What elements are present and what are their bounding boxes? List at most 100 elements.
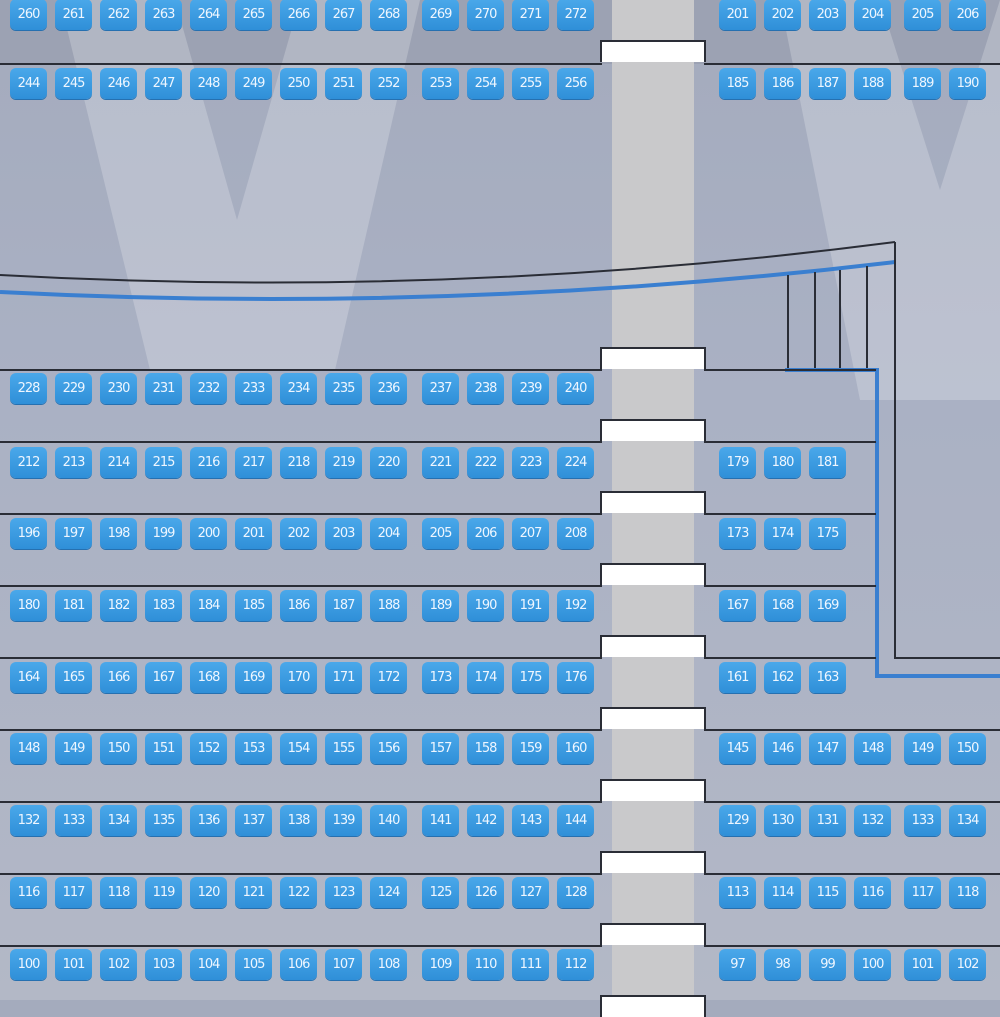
seat-right[interactable]: 149 [904,733,941,764]
seat-left[interactable]: 215 [145,447,182,478]
seat-left[interactable]: 238 [467,373,504,404]
seat-right[interactable]: 162 [764,662,801,693]
seat-right[interactable]: 130 [764,805,801,836]
seat-right[interactable]: 161 [719,662,756,693]
seat-right[interactable]: 173 [719,518,756,549]
seat-left[interactable]: 153 [235,733,272,764]
seat-left[interactable]: 196 [10,518,47,549]
seat-left[interactable]: 168 [190,662,227,693]
seat-left[interactable]: 181 [55,590,92,621]
seat-right[interactable]: 179 [719,447,756,478]
seat-right[interactable]: 204 [854,0,891,30]
seat-right[interactable]: 185 [719,68,756,99]
seat-left[interactable]: 127 [512,877,549,908]
seat-left[interactable]: 152 [190,733,227,764]
seat-left[interactable]: 171 [325,662,362,693]
seat-left[interactable]: 102 [100,949,137,980]
seat-right[interactable]: 180 [764,447,801,478]
seat-left[interactable]: 271 [512,0,549,30]
seat-left[interactable]: 207 [512,518,549,549]
seat-left[interactable]: 230 [100,373,137,404]
seat-right[interactable]: 168 [764,590,801,621]
seat-left[interactable]: 148 [10,733,47,764]
seat-left[interactable]: 142 [467,805,504,836]
seat-left[interactable]: 104 [190,949,227,980]
seat-right[interactable]: 100 [854,949,891,980]
seat-left[interactable]: 183 [145,590,182,621]
seat-right[interactable]: 188 [854,68,891,99]
seat-left[interactable]: 117 [55,877,92,908]
seat-right[interactable]: 113 [719,877,756,908]
seat-left[interactable]: 228 [10,373,47,404]
seat-left[interactable]: 141 [422,805,459,836]
seat-right[interactable]: 129 [719,805,756,836]
seat-left[interactable]: 167 [145,662,182,693]
seat-left[interactable]: 253 [422,68,459,99]
seat-left[interactable]: 231 [145,373,182,404]
seat-left[interactable]: 239 [512,373,549,404]
seat-right[interactable]: 97 [719,949,756,980]
seat-right[interactable]: 202 [764,0,801,30]
seat-right[interactable]: 114 [764,877,801,908]
seat-left[interactable]: 103 [145,949,182,980]
seat-right[interactable]: 133 [904,805,941,836]
seat-left[interactable]: 134 [100,805,137,836]
seat-right[interactable]: 175 [809,518,846,549]
seat-left[interactable]: 164 [10,662,47,693]
seat-left[interactable]: 172 [370,662,407,693]
seat-left[interactable]: 176 [557,662,594,693]
seat-right[interactable]: 131 [809,805,846,836]
seat-left[interactable]: 105 [235,949,272,980]
seat-right[interactable]: 116 [854,877,891,908]
seat-left[interactable]: 160 [557,733,594,764]
seat-left[interactable]: 150 [100,733,137,764]
seat-left[interactable]: 140 [370,805,407,836]
seat-right[interactable]: 146 [764,733,801,764]
seat-left[interactable]: 247 [145,68,182,99]
seat-left[interactable]: 267 [325,0,362,30]
seat-left[interactable]: 229 [55,373,92,404]
seat-left[interactable]: 184 [190,590,227,621]
seat-left[interactable]: 186 [280,590,317,621]
seat-left[interactable]: 254 [467,68,504,99]
seat-left[interactable]: 101 [55,949,92,980]
seat-left[interactable]: 190 [467,590,504,621]
seat-left[interactable]: 107 [325,949,362,980]
seat-left[interactable]: 272 [557,0,594,30]
seat-left[interactable]: 199 [145,518,182,549]
seat-left[interactable]: 235 [325,373,362,404]
seat-left[interactable]: 185 [235,590,272,621]
seat-left[interactable]: 111 [512,949,549,980]
seat-left[interactable]: 248 [190,68,227,99]
seat-left[interactable]: 173 [422,662,459,693]
seat-left[interactable]: 123 [325,877,362,908]
seat-left[interactable]: 244 [10,68,47,99]
seat-left[interactable]: 149 [55,733,92,764]
seat-right[interactable]: 189 [904,68,941,99]
seat-left[interactable]: 216 [190,447,227,478]
seat-left[interactable]: 137 [235,805,272,836]
seat-left[interactable]: 220 [370,447,407,478]
seat-left[interactable]: 201 [235,518,272,549]
seat-right[interactable]: 102 [949,949,986,980]
seat-left[interactable]: 236 [370,373,407,404]
seat-right[interactable]: 169 [809,590,846,621]
seat-right[interactable]: 181 [809,447,846,478]
seat-left[interactable]: 269 [422,0,459,30]
seat-left[interactable]: 154 [280,733,317,764]
seat-left[interactable]: 197 [55,518,92,549]
seat-left[interactable]: 135 [145,805,182,836]
seat-left[interactable]: 262 [100,0,137,30]
seat-left[interactable]: 132 [10,805,47,836]
seat-left[interactable]: 126 [467,877,504,908]
seat-left[interactable]: 237 [422,373,459,404]
seat-left[interactable]: 122 [280,877,317,908]
seat-left[interactable]: 165 [55,662,92,693]
seat-left[interactable]: 108 [370,949,407,980]
seat-left[interactable]: 233 [235,373,272,404]
seat-right[interactable]: 147 [809,733,846,764]
seat-left[interactable]: 133 [55,805,92,836]
seat-right[interactable]: 205 [904,0,941,30]
seat-right[interactable]: 206 [949,0,986,30]
seat-left[interactable]: 143 [512,805,549,836]
